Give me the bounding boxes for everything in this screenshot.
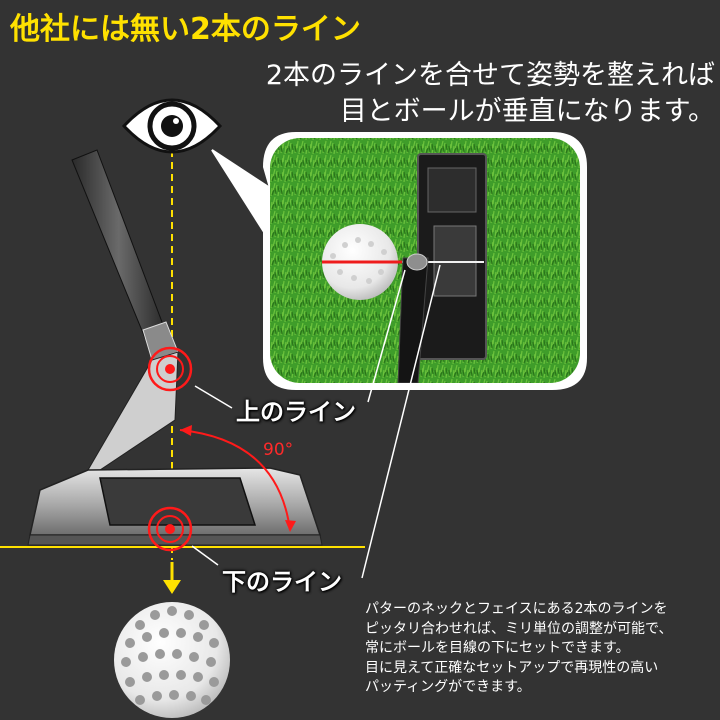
lead-line-2: 目とボールが垂直になります。	[339, 96, 715, 127]
eye-icon	[121, 98, 223, 154]
grass-closeup	[270, 138, 580, 383]
upper-line-label: 上のライン	[236, 398, 356, 426]
lead-text: 2本のラインを合せて姿勢を整えれば 目とボールが垂直になります。	[250, 58, 715, 130]
description-line-1: パターのネックとフェイスにある2本のラインを	[365, 601, 668, 617]
lower-line-marker	[147, 506, 193, 552]
lead-line-1: 2本のラインを合せて姿勢を整えれば	[265, 60, 715, 91]
down-arrow-icon	[163, 562, 181, 594]
angle-label: 90°	[263, 440, 294, 460]
description-line-4: 目に見えて正確なセットアップで再現性の高い	[365, 659, 659, 676]
description-line-2: ピッタリ合わせれば、ミリ単位の調整が可能で、	[365, 620, 673, 637]
headline: 他社には無い2本のライン	[10, 12, 361, 47]
putter-shaft	[71, 149, 179, 361]
leader-lines	[191, 264, 441, 579]
angle-arc	[179, 425, 296, 532]
zoom-callout	[211, 132, 587, 390]
description-line-3: 常にボールを目線の下にセットできます。	[365, 640, 630, 656]
description: パターのネックとフェイスにある2本のラインを ピッタリ合わせれば、ミリ単位の調整…	[365, 600, 715, 698]
lower-line-label: 下のライン	[222, 568, 342, 596]
golf-ball-icon	[114, 602, 230, 718]
upper-line-marker	[147, 346, 193, 392]
description-line-5: パッティングができます。	[365, 679, 531, 695]
